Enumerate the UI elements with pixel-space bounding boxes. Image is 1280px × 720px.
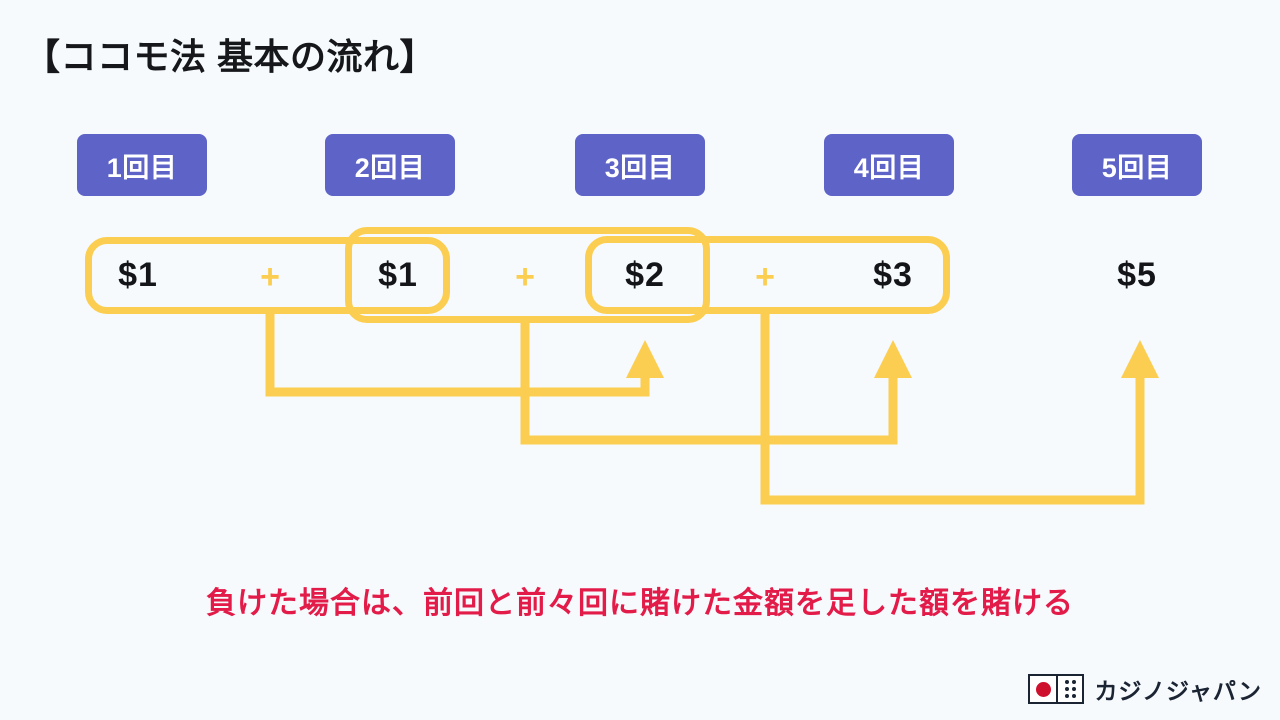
plus-operator-1: + [260, 258, 280, 296]
japan-dice-icon [1028, 674, 1085, 704]
round-badge-label: 3回目 [604, 152, 676, 183]
round-badge-label: 2回目 [354, 152, 426, 183]
group-box-2 [345, 227, 710, 323]
round-badge-label: 4回目 [853, 152, 925, 183]
japan-flag-icon [1030, 676, 1056, 702]
round-badge-1: 1回目 [77, 134, 207, 196]
flag-circle [1035, 681, 1051, 697]
arrow-head-1 [626, 340, 664, 378]
brand-name: カジノジャパン [1094, 678, 1262, 704]
dice-pips [1064, 680, 1076, 698]
plus-operator-2: + [515, 258, 535, 296]
bet-amount-4: $3 [873, 256, 913, 294]
bet-amount-2: $1 [378, 256, 418, 294]
connector-path-1 [265, 314, 650, 397]
brand-logo: カジノジャパン [1028, 672, 1262, 706]
group-box-1 [85, 237, 450, 314]
round-badge-label: 1回目 [106, 152, 178, 183]
round-badge-3: 3回目 [575, 134, 705, 196]
bet-amount-5: $5 [1117, 256, 1157, 294]
arrow-head-3 [1121, 340, 1159, 378]
round-badge-5: 5回目 [1072, 134, 1202, 196]
round-badge-4: 4回目 [824, 134, 954, 196]
connector-path-2 [520, 323, 898, 445]
connector-path-3 [760, 314, 1145, 505]
round-badge-label: 5回目 [1101, 152, 1173, 183]
bet-amount-1: $1 [118, 256, 158, 294]
dice-icon [1056, 676, 1082, 702]
arrow-head-2 [874, 340, 912, 378]
round-badge-2: 2回目 [325, 134, 455, 196]
plus-operator-3: + [755, 258, 775, 296]
group-box-3 [585, 236, 950, 314]
caption-text: 負けた場合は、前回と前々回に賭けた金額を足した額を賭ける [206, 587, 1074, 620]
page-title: 【ココモ法 基本の流れ】 [24, 36, 437, 77]
bet-amount-3: $2 [625, 256, 665, 294]
